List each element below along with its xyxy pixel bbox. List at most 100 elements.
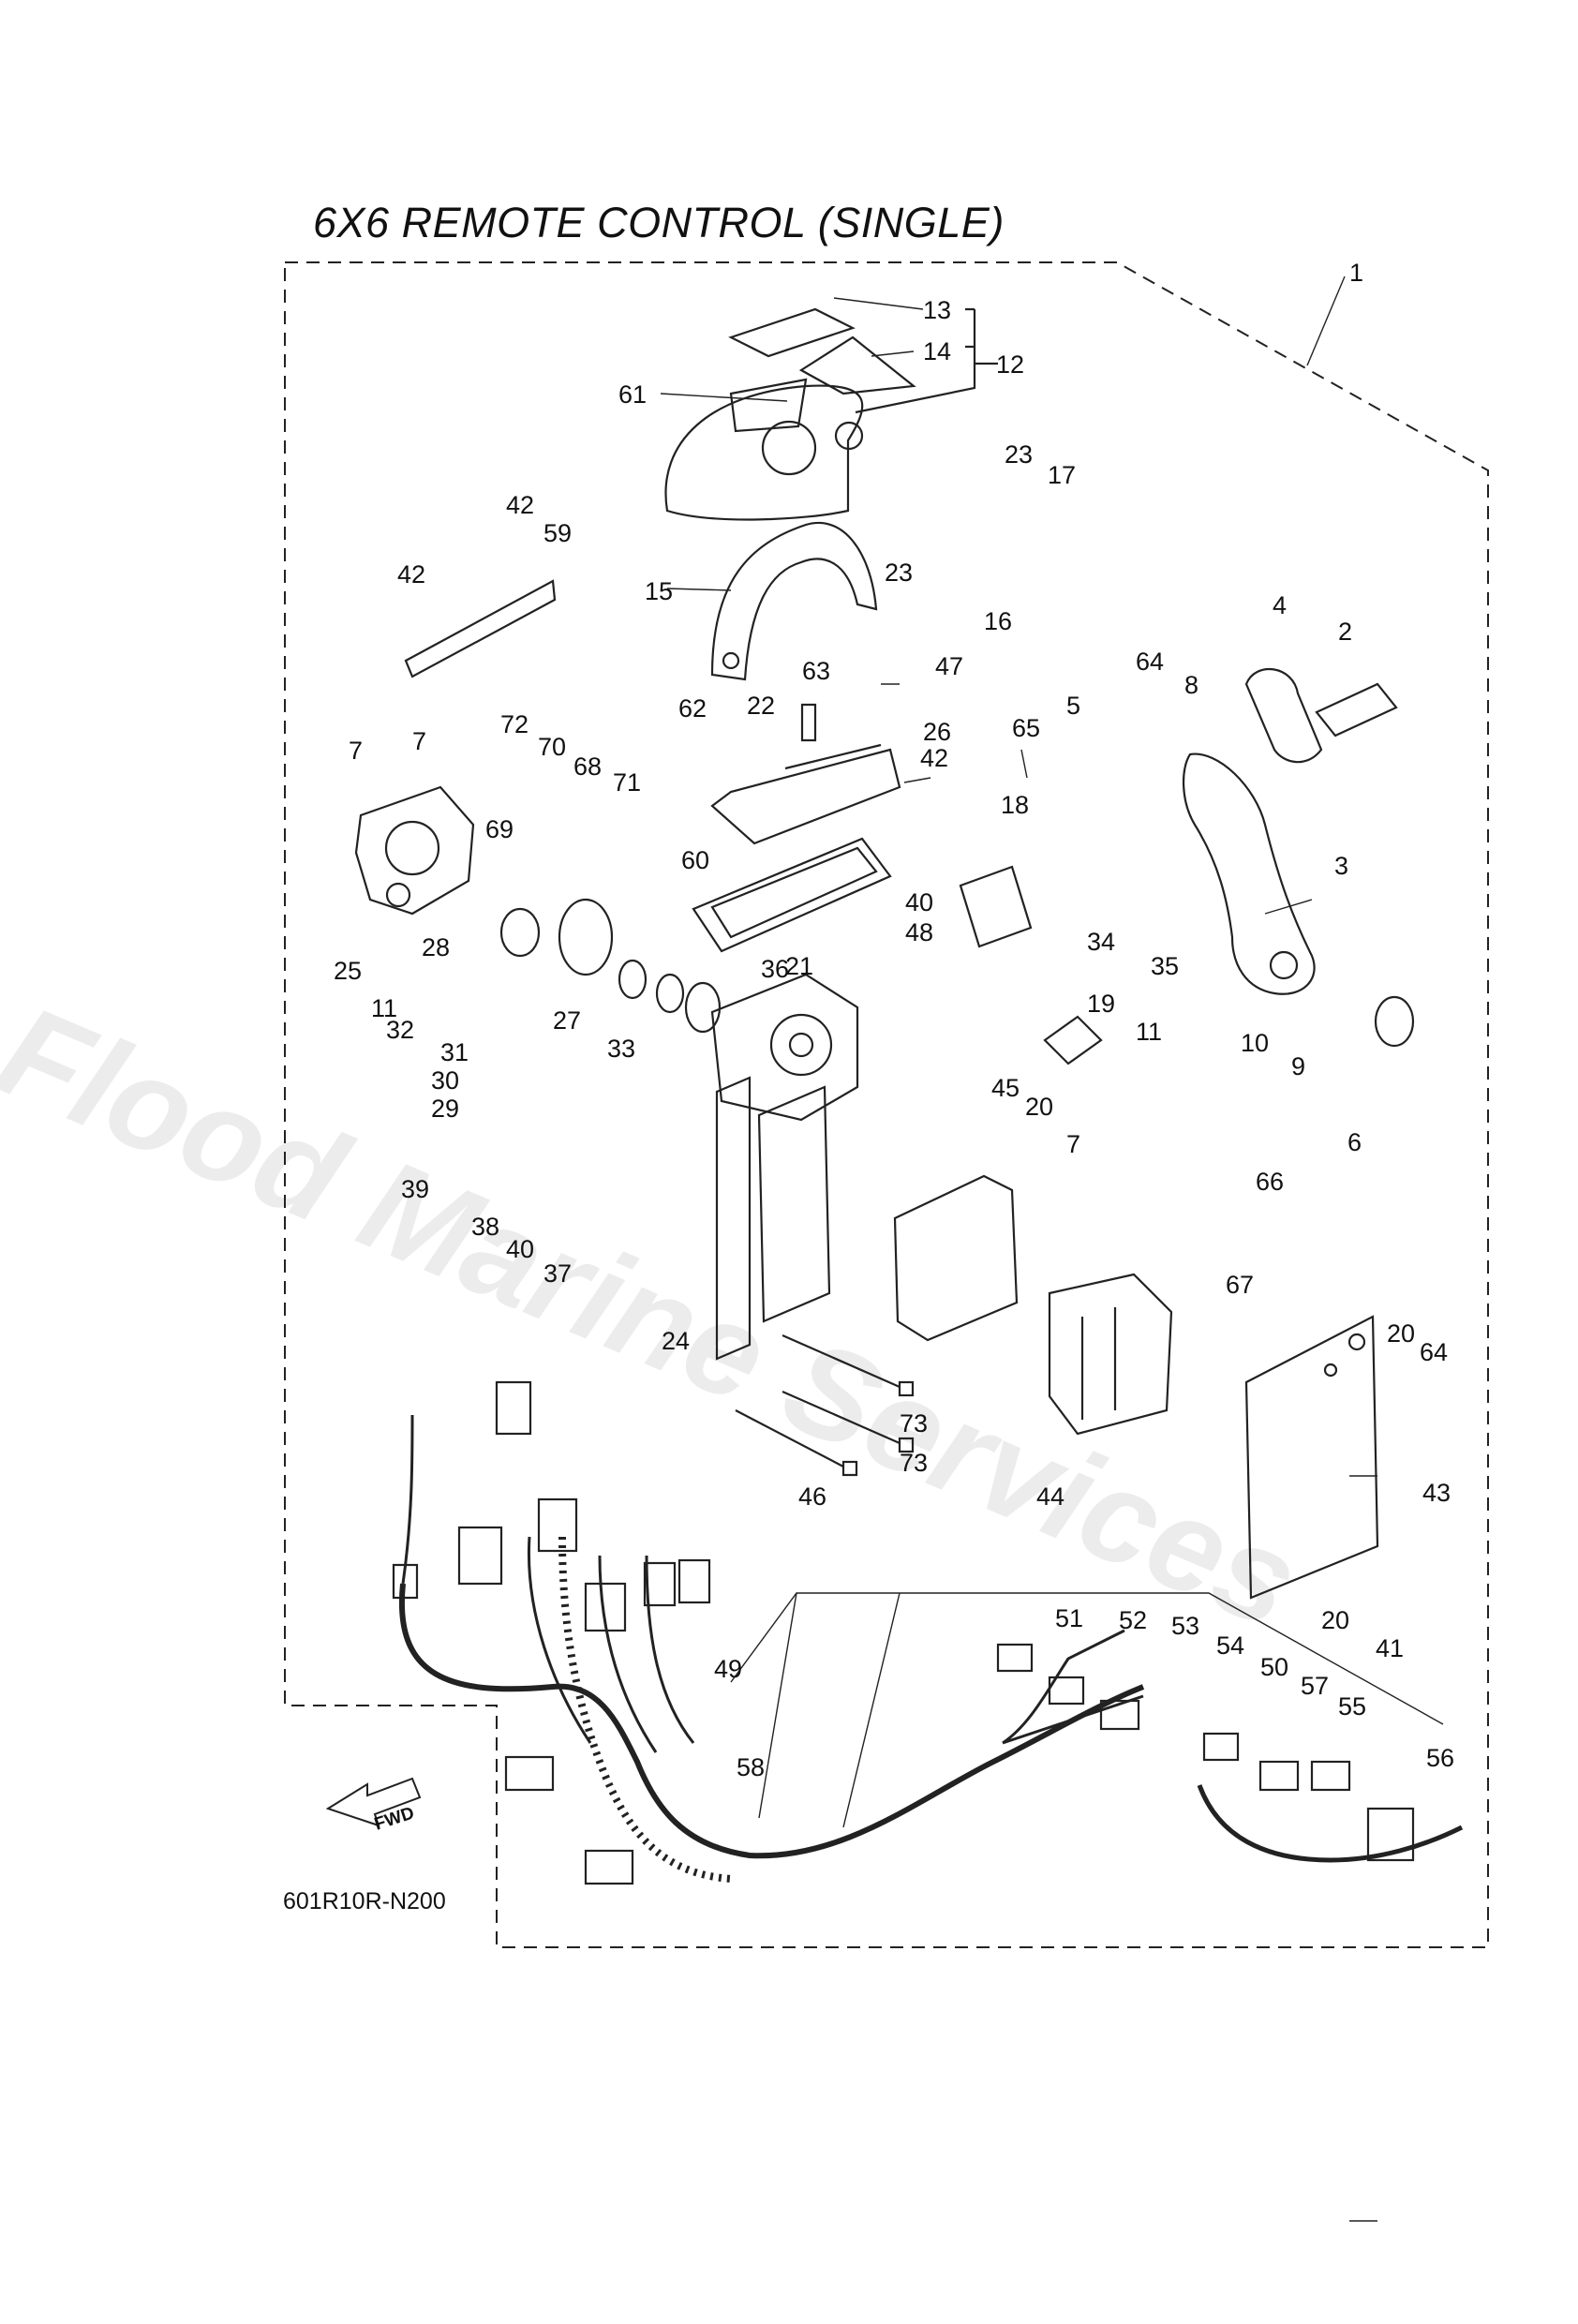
connector [1366,1807,1415,1862]
callout-20b: 20 [1387,1319,1415,1348]
callout-14: 14 [923,337,951,365]
callout-40b: 40 [506,1235,534,1263]
diagram-code: 601R10R-N200 [283,1888,446,1914]
callout-48: 48 [905,918,933,946]
callout-66: 66 [1256,1168,1284,1196]
gasket-plate [692,837,892,953]
callout-52: 52 [1119,1606,1147,1634]
main-housing [710,973,859,1122]
callout-21: 21 [785,952,813,980]
callout-72: 72 [500,710,528,738]
callout-35: 35 [1151,952,1179,980]
callout-3: 3 [1334,852,1348,880]
handle-frame [710,522,878,681]
control-module [893,1174,1019,1342]
connector [1202,1732,1240,1762]
callout-24: 24 [662,1327,690,1355]
callout-42b: 42 [397,560,425,588]
callout-58: 58 [737,1753,765,1781]
switch-base [710,748,901,845]
connector [996,1643,1034,1673]
callout-36: 36 [761,955,789,983]
callout-65: 65 [1012,714,1040,742]
control-lever [1183,752,1316,995]
assembly-boundary [284,261,1489,1948]
callout-71: 71 [613,768,641,797]
callout-13: 13 [923,296,951,324]
callout-53: 53 [1171,1612,1199,1640]
callout-33: 33 [607,1035,635,1063]
callout-7b: 7 [412,727,426,755]
callout-22: 22 [747,692,775,720]
callout-57: 57 [1301,1672,1329,1700]
callout-4: 4 [1273,591,1287,619]
callout-25: 25 [334,957,362,985]
connector [495,1380,532,1436]
callout-6: 6 [1347,1128,1362,1156]
connector [643,1561,677,1607]
callout-31: 31 [440,1038,469,1066]
connector [537,1497,578,1553]
callout-23b: 23 [885,559,913,587]
callout-20a: 20 [1025,1093,1053,1121]
callout-5: 5 [1066,692,1080,720]
callout-7a: 7 [349,737,363,765]
callout-67: 67 [1226,1271,1254,1299]
callout-68: 68 [573,752,602,781]
callout-7c: 7 [1066,1130,1080,1158]
callout-17: 17 [1048,461,1076,489]
callout-1: 1 [1349,259,1363,287]
callout-10: 10 [1241,1029,1269,1057]
callout-70: 70 [538,733,566,761]
callout-15: 15 [645,577,673,605]
connector [584,1582,627,1632]
callout-64b: 64 [1420,1338,1448,1366]
connector [584,1849,634,1885]
connector [392,1563,419,1600]
callout-29: 29 [431,1095,459,1123]
callout-9: 9 [1291,1052,1305,1080]
connector [1099,1699,1140,1731]
callout-51: 51 [1055,1604,1083,1632]
callout-73a: 73 [900,1409,928,1438]
callout-38: 38 [471,1213,499,1241]
callout-42c: 42 [920,744,948,772]
callout-44: 44 [1036,1482,1064,1511]
callout-12: 12 [996,350,1024,379]
gear-housing [354,785,475,916]
mounting-plate [1244,1315,1379,1600]
callout-69: 69 [485,815,514,843]
top-cover [664,384,864,521]
callout-40a: 40 [905,888,933,916]
callout-61: 61 [618,380,647,409]
callout-45: 45 [991,1074,1020,1102]
callout-19: 19 [1087,990,1115,1018]
callout-54: 54 [1216,1631,1244,1660]
connector [504,1755,555,1792]
callout-55: 55 [1338,1692,1366,1721]
callout-56: 56 [1426,1744,1454,1772]
connector [1310,1760,1351,1792]
callout-60: 60 [681,846,709,874]
callout-59: 59 [543,519,572,547]
callout-62: 62 [678,694,707,723]
callout-11b: 11 [1136,1018,1162,1046]
callout-18: 18 [1001,791,1029,819]
callout-39: 39 [401,1175,429,1203]
fwd-arrow [325,1777,422,1827]
callout-28: 28 [422,933,450,961]
callout-2: 2 [1338,618,1352,646]
callout-23a: 23 [1005,440,1033,469]
callout-20c: 20 [1321,1606,1349,1634]
connector [1258,1760,1300,1792]
diagram-title: 6X6 REMOTE CONTROL (SINGLE) [313,199,1005,246]
callout-63: 63 [802,657,830,685]
callout-37: 37 [543,1259,572,1288]
callout-11a: 11 [371,994,397,1022]
callout-16: 16 [984,607,1012,635]
callout-27: 27 [553,1006,581,1035]
callout-49: 49 [714,1655,742,1683]
connector [677,1558,711,1604]
